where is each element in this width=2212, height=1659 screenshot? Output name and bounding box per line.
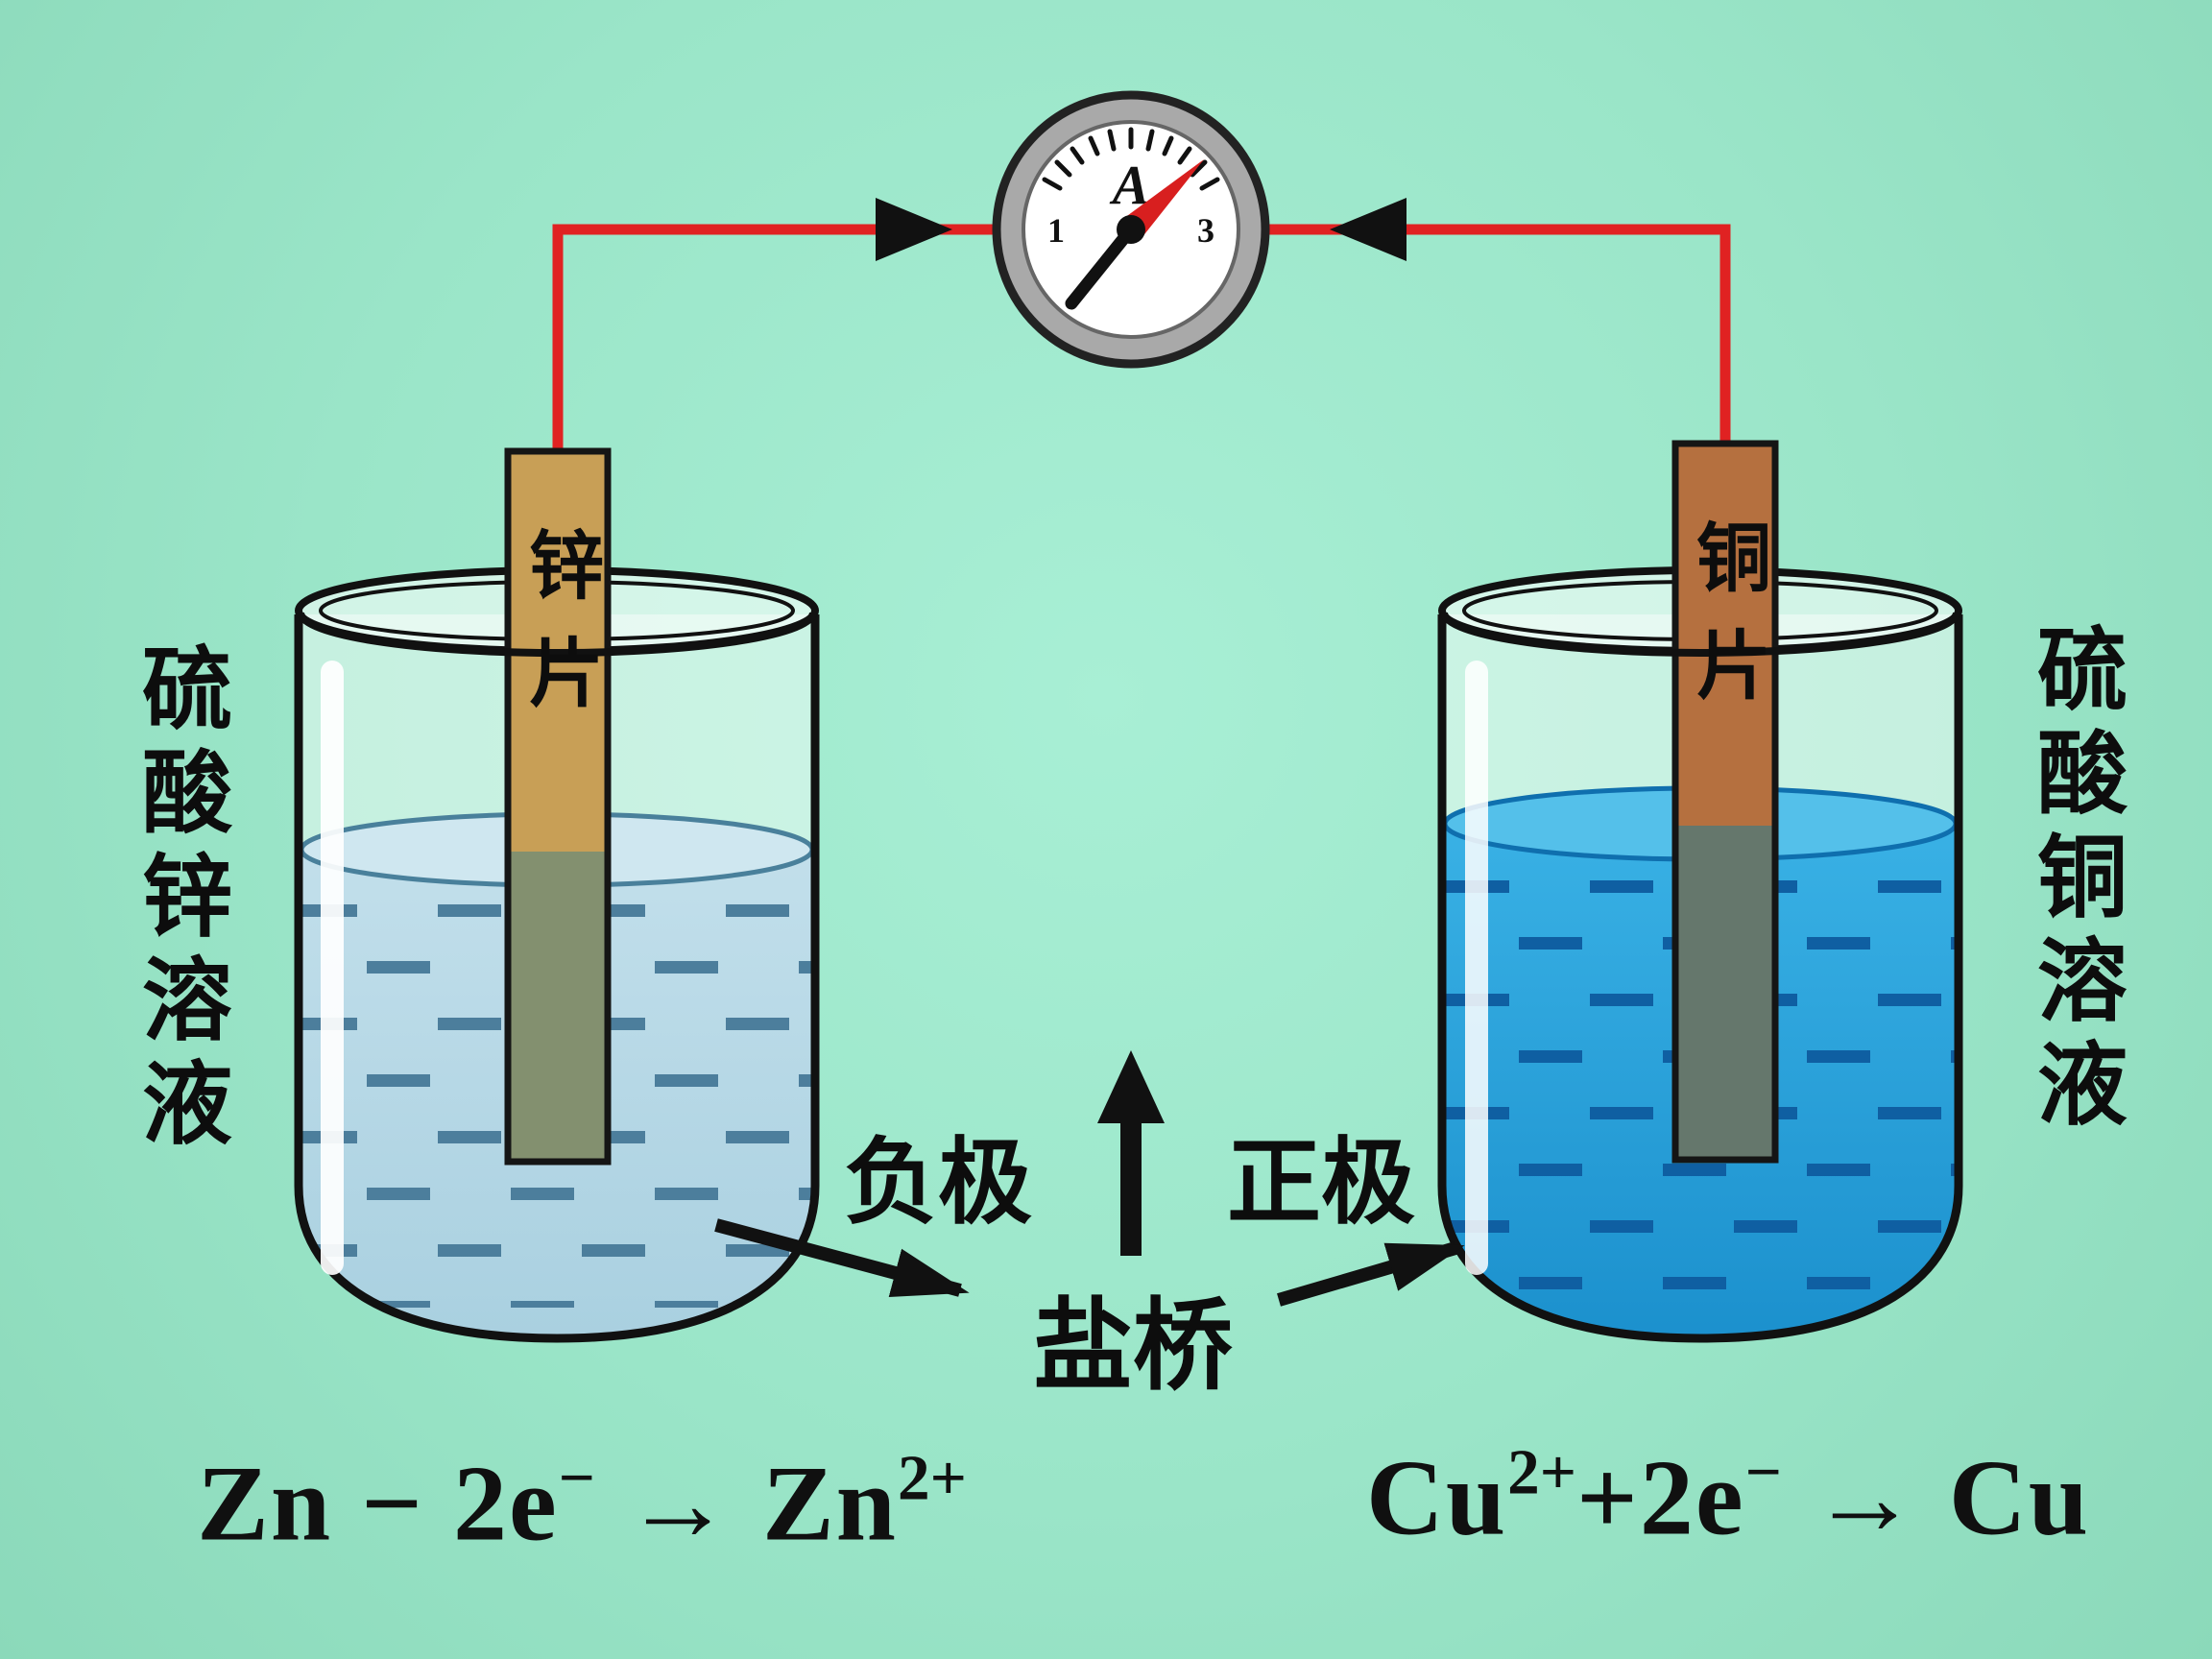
eq-right-sup0: 2+ <box>1507 1435 1577 1508</box>
eq-right-seg2: → Cu <box>1781 1438 2091 1558</box>
salt-bridge-arrows <box>714 1050 1465 1307</box>
copper-electrode-label: 铜片 <box>1686 518 1769 733</box>
eq-left-sup1: 2+ <box>897 1441 967 1514</box>
eq-left-sup0: − <box>558 1441 595 1514</box>
zinc-half-reaction: Zn − 2e− → Zn2+ <box>197 1441 967 1567</box>
up-arrow-icon <box>1097 1050 1165 1256</box>
current-arrow-right-icon <box>1330 198 1407 261</box>
copper-half-reaction: Cu2++2e− → Cu <box>1366 1435 2090 1561</box>
copper-electrode <box>1671 440 1779 1164</box>
positive-electrode-label: 正极 <box>1226 1132 1416 1236</box>
zinc-electrode-label: 锌片 <box>518 526 602 741</box>
eq-left-seg0: Zn − 2e <box>197 1444 559 1564</box>
salt-bridge-arrow-left-icon <box>714 1218 970 1298</box>
eq-right-seg0: Cu <box>1365 1438 1508 1558</box>
left-rim-front-arc <box>297 612 817 657</box>
left-beaker-outline <box>294 614 820 1343</box>
zinc-electrode <box>504 447 612 1166</box>
left-solution-label: 硫酸锌溶液 <box>129 641 228 1160</box>
negative-electrode-label: 负极 <box>843 1132 1033 1236</box>
ammeter-needle-tail <box>1065 223 1138 310</box>
eq-right-seg1: +2e <box>1576 1438 1745 1558</box>
ammeter-needle <box>1120 159 1204 238</box>
right-rim-front-arc <box>1440 612 1960 657</box>
right-glass-highlight <box>1465 661 1488 1275</box>
right-solution-label: 硫酸铜溶液 <box>2024 622 2124 1141</box>
circuit-wires <box>552 198 1731 499</box>
ammeter-scale-right: 3 <box>1197 211 1214 250</box>
eq-right-sup1: − <box>1744 1435 1782 1508</box>
left-glass-highlight <box>321 661 344 1275</box>
eq-left-seg1: → Zn <box>594 1444 898 1564</box>
salt-bridge-label: 盐桥 <box>1032 1291 1234 1403</box>
ammeter-ticks <box>1042 127 1220 191</box>
ammeter: A 1 3 <box>992 90 1270 369</box>
ammeter-pivot <box>1117 215 1145 244</box>
wire-right <box>1265 224 1731 499</box>
wire-left <box>552 224 998 499</box>
current-arrow-left-icon <box>876 198 952 261</box>
ammeter-scale-left: 1 <box>1047 211 1065 250</box>
salt-bridge-arrow-right-icon <box>1277 1241 1465 1307</box>
